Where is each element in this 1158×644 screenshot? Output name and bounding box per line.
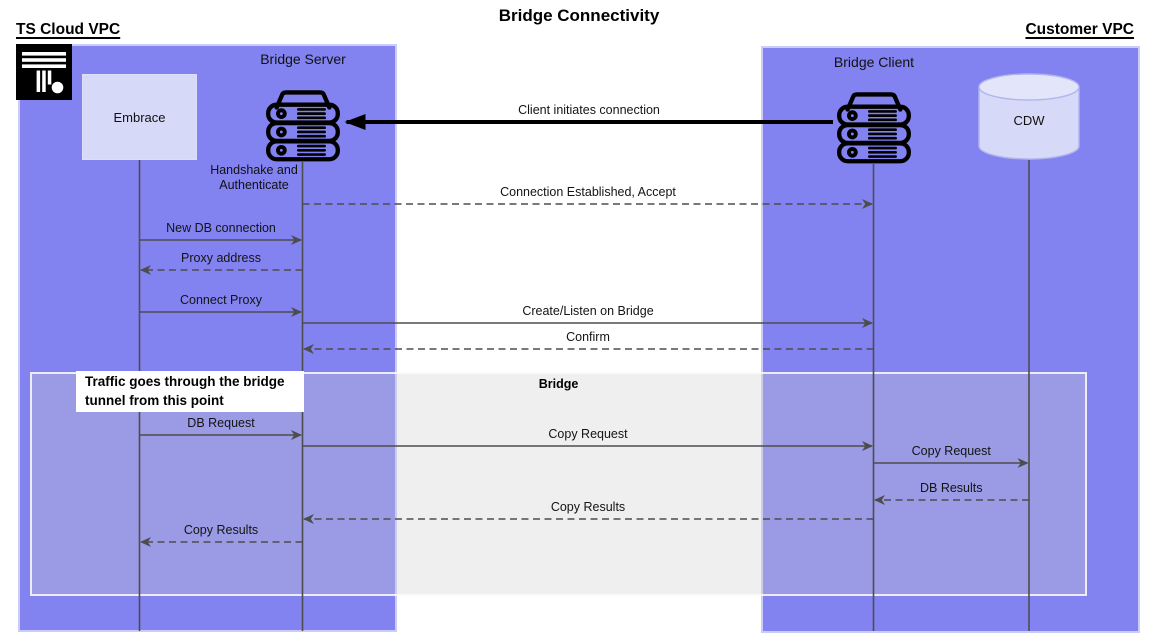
bridge-client-label: Bridge Client xyxy=(833,54,915,70)
thoughtspot-logo-icon xyxy=(16,44,72,100)
message-label-6: Confirm xyxy=(566,330,610,344)
ts-cloud-vpc-label: TS Cloud VPC xyxy=(16,21,121,38)
message-label-2: New DB connection xyxy=(166,221,276,235)
message-label-3: Proxy address xyxy=(181,251,261,265)
message-label-0: Client initiates connection xyxy=(518,103,660,117)
traffic-callout: Traffic goes through the bridge tunnel f… xyxy=(76,371,304,412)
message-label-12: Copy Results xyxy=(183,523,259,537)
cdw-label: CDW xyxy=(1013,113,1045,128)
customer-vpc-label: Customer VPC xyxy=(1025,21,1134,38)
message-label-7: DB Request xyxy=(187,416,255,430)
message-label-4: Connect Proxy xyxy=(180,293,262,307)
message-label-11: Copy Results xyxy=(550,500,626,514)
message-label-9: Copy Request xyxy=(911,444,991,458)
bridge-overlay-label: Bridge xyxy=(538,377,579,391)
embrace-participant-box: Embrace xyxy=(82,74,197,160)
message-label-1: Connection Established, Accept xyxy=(500,185,676,199)
message-label-5: Create/Listen on Bridge xyxy=(522,304,654,318)
page-title: Bridge Connectivity xyxy=(498,6,660,25)
bridge-server-icon xyxy=(266,90,340,162)
bridge-client-icon xyxy=(837,92,911,164)
cdw-database-icon xyxy=(978,73,1080,160)
message-label-10: DB Results xyxy=(919,481,983,495)
message-label-8: Copy Request xyxy=(548,427,628,441)
handshake-note: Handshake and Authenticate xyxy=(210,163,298,192)
embrace-label: Embrace xyxy=(113,109,166,125)
bridge-server-label: Bridge Server xyxy=(260,51,346,67)
